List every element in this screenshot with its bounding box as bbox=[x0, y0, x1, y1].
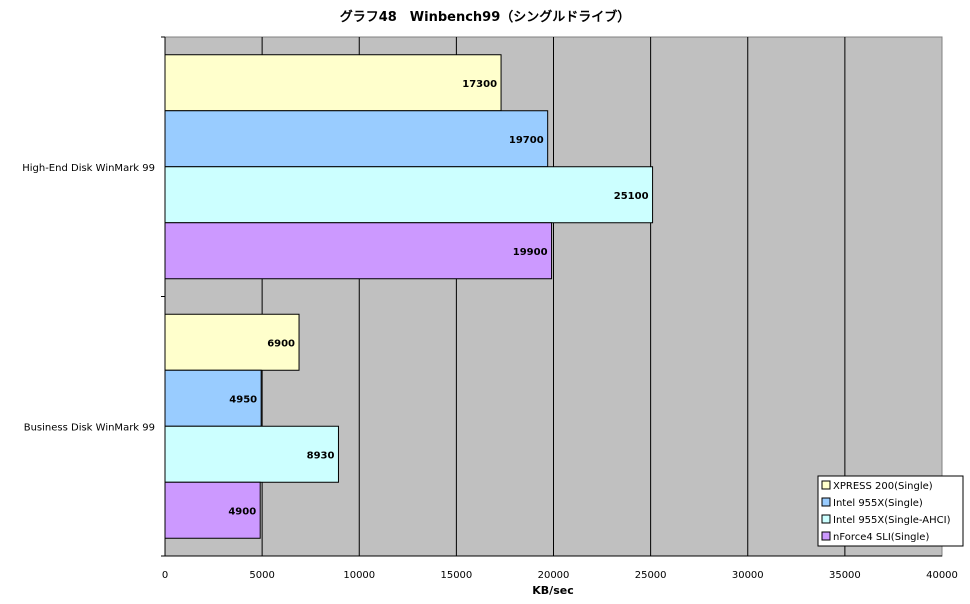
bar bbox=[164, 222, 553, 280]
legend-swatch bbox=[821, 480, 831, 490]
legend-swatch bbox=[821, 497, 831, 507]
x-axis-label: KB/sec bbox=[532, 584, 573, 597]
bar-value-label: 25100 bbox=[614, 191, 649, 202]
x-tick-label: 0 bbox=[162, 570, 168, 581]
legend-box bbox=[817, 475, 964, 547]
bar bbox=[164, 166, 654, 224]
legend-label: XPRESS 200(Single) bbox=[833, 481, 933, 492]
bar bbox=[164, 54, 502, 112]
bar-value-label: 19700 bbox=[509, 135, 544, 146]
bar bbox=[164, 369, 262, 427]
bar bbox=[164, 481, 261, 539]
plot-area: 0 5000 10000 15000 20000 25000 30000 35000 40000… bbox=[22, 36, 958, 581]
x-tick-label: 35000 bbox=[829, 570, 861, 581]
legend-swatch bbox=[821, 514, 831, 524]
chart-title: グラフ48 Winbench99（シングルドライブ） bbox=[340, 9, 631, 25]
x-tick-label: 5000 bbox=[249, 570, 274, 581]
x-tick-label: 20000 bbox=[538, 570, 570, 581]
bar-value-label: 4900 bbox=[228, 506, 256, 517]
bar bbox=[164, 313, 300, 371]
bar-value-label: 17300 bbox=[462, 79, 497, 90]
bar-value-label: 19900 bbox=[513, 247, 548, 258]
x-tick-label: 30000 bbox=[732, 570, 764, 581]
bar-value-label: 6900 bbox=[267, 338, 295, 349]
legend: XPRESS 200(Single) Intel 955X(Single) Inte… bbox=[817, 475, 964, 547]
bar bbox=[164, 110, 549, 168]
bar-value-label: 4950 bbox=[229, 394, 257, 405]
legend-label: nForce4 SLI(Single) bbox=[833, 532, 929, 543]
legend-label: Intel 955X(Single-AHCI) bbox=[833, 515, 951, 526]
bar-value-label: 8930 bbox=[307, 450, 335, 461]
x-tick-label: 40000 bbox=[926, 570, 958, 581]
category-label: High-End Disk WinMark 99 bbox=[22, 163, 155, 174]
category-label: Business Disk WinMark 99 bbox=[24, 422, 155, 433]
legend-swatch bbox=[821, 531, 831, 541]
x-tick-label: 25000 bbox=[635, 570, 667, 581]
bar bbox=[164, 425, 339, 483]
legend-label: Intel 955X(Single) bbox=[833, 498, 923, 509]
x-tick-label: 10000 bbox=[343, 570, 375, 581]
x-tick-label: 15000 bbox=[440, 570, 472, 581]
